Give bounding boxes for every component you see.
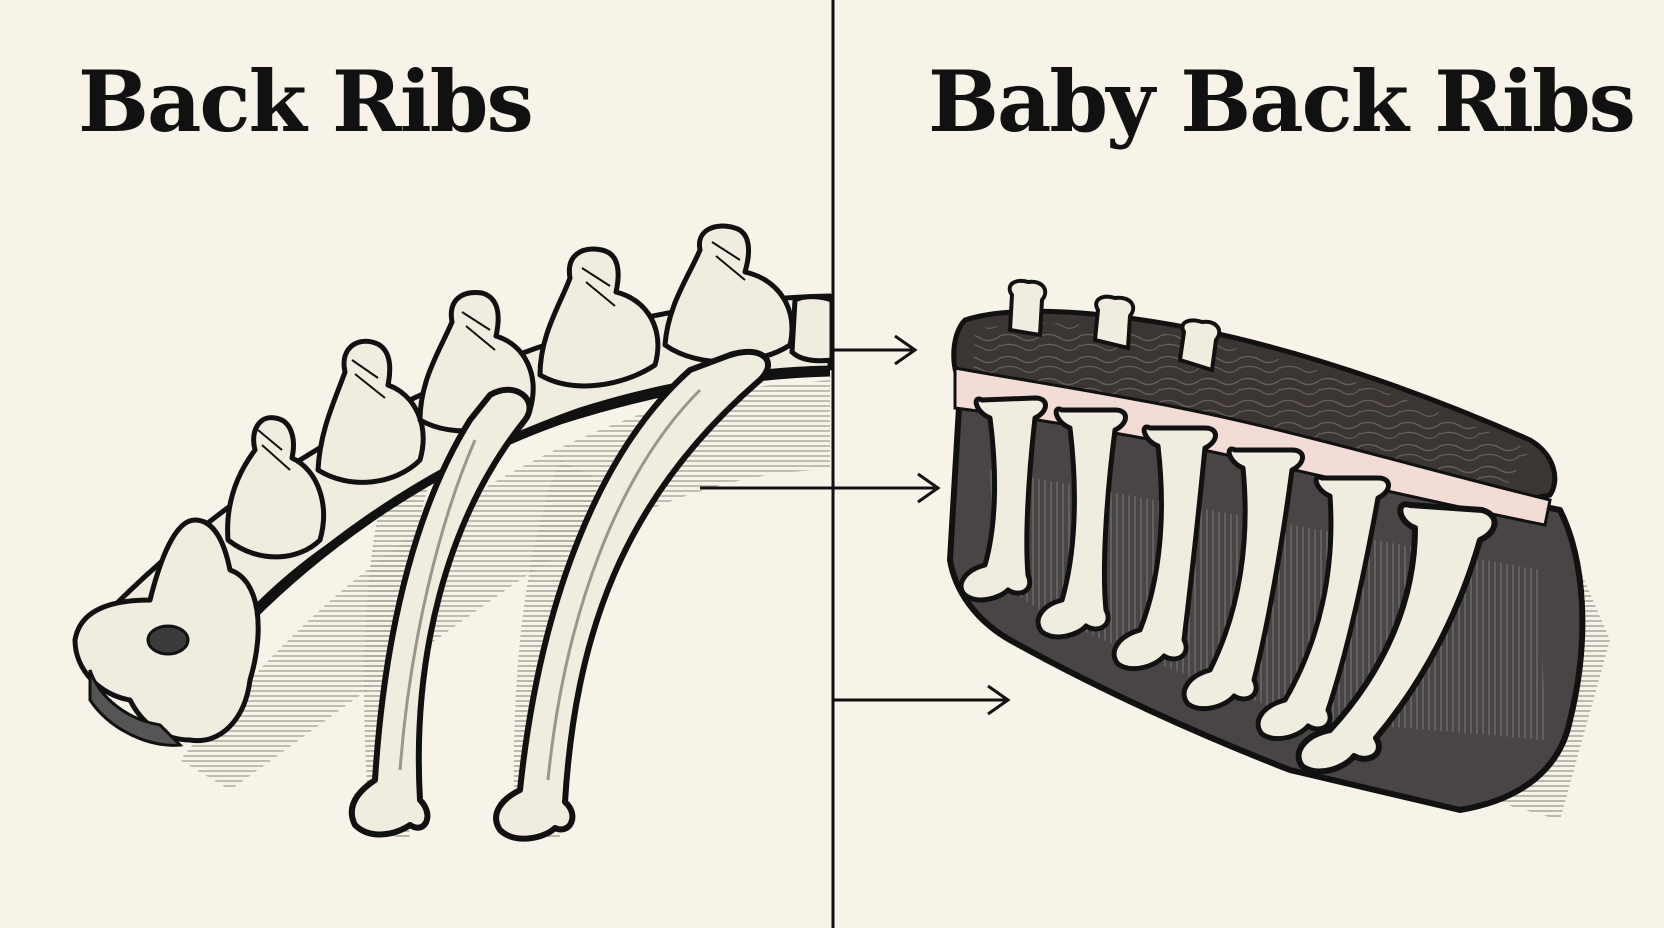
rib-bone-5: [1255, 474, 1391, 741]
rack-top-marbling: [972, 323, 1530, 495]
vertebra-1: [72, 517, 261, 747]
vertebra-2: [225, 415, 326, 560]
rib-bone-6: [1295, 501, 1498, 775]
vertebra-5: [537, 246, 661, 389]
vertebra-6: [662, 223, 795, 365]
arrow-top: [833, 334, 918, 366]
baby-back-ribs-title: Baby Back Ribs: [928, 52, 1636, 151]
rib-bone-2: [1035, 406, 1128, 640]
vertebra-7-partial: [789, 294, 835, 364]
back-ribs-title: Back Ribs: [78, 52, 534, 151]
long-rib-2: [493, 348, 771, 842]
arrow-bottom: [833, 684, 1011, 716]
bone-nub-2: [1092, 294, 1136, 351]
vertebra-3: [315, 338, 426, 485]
back-ribs-illustration: [72, 223, 835, 842]
bone-nub-3: [1177, 318, 1222, 373]
arrow-middle: [700, 472, 941, 504]
rib-bone-4: [1181, 446, 1305, 711]
rib-bone-1: [958, 395, 1048, 603]
bone-nub-1: [1007, 278, 1048, 338]
long-rib-1: [348, 386, 533, 838]
rib-bone-3: [1111, 424, 1218, 671]
baby-back-ribs-illustration: [947, 278, 1610, 820]
